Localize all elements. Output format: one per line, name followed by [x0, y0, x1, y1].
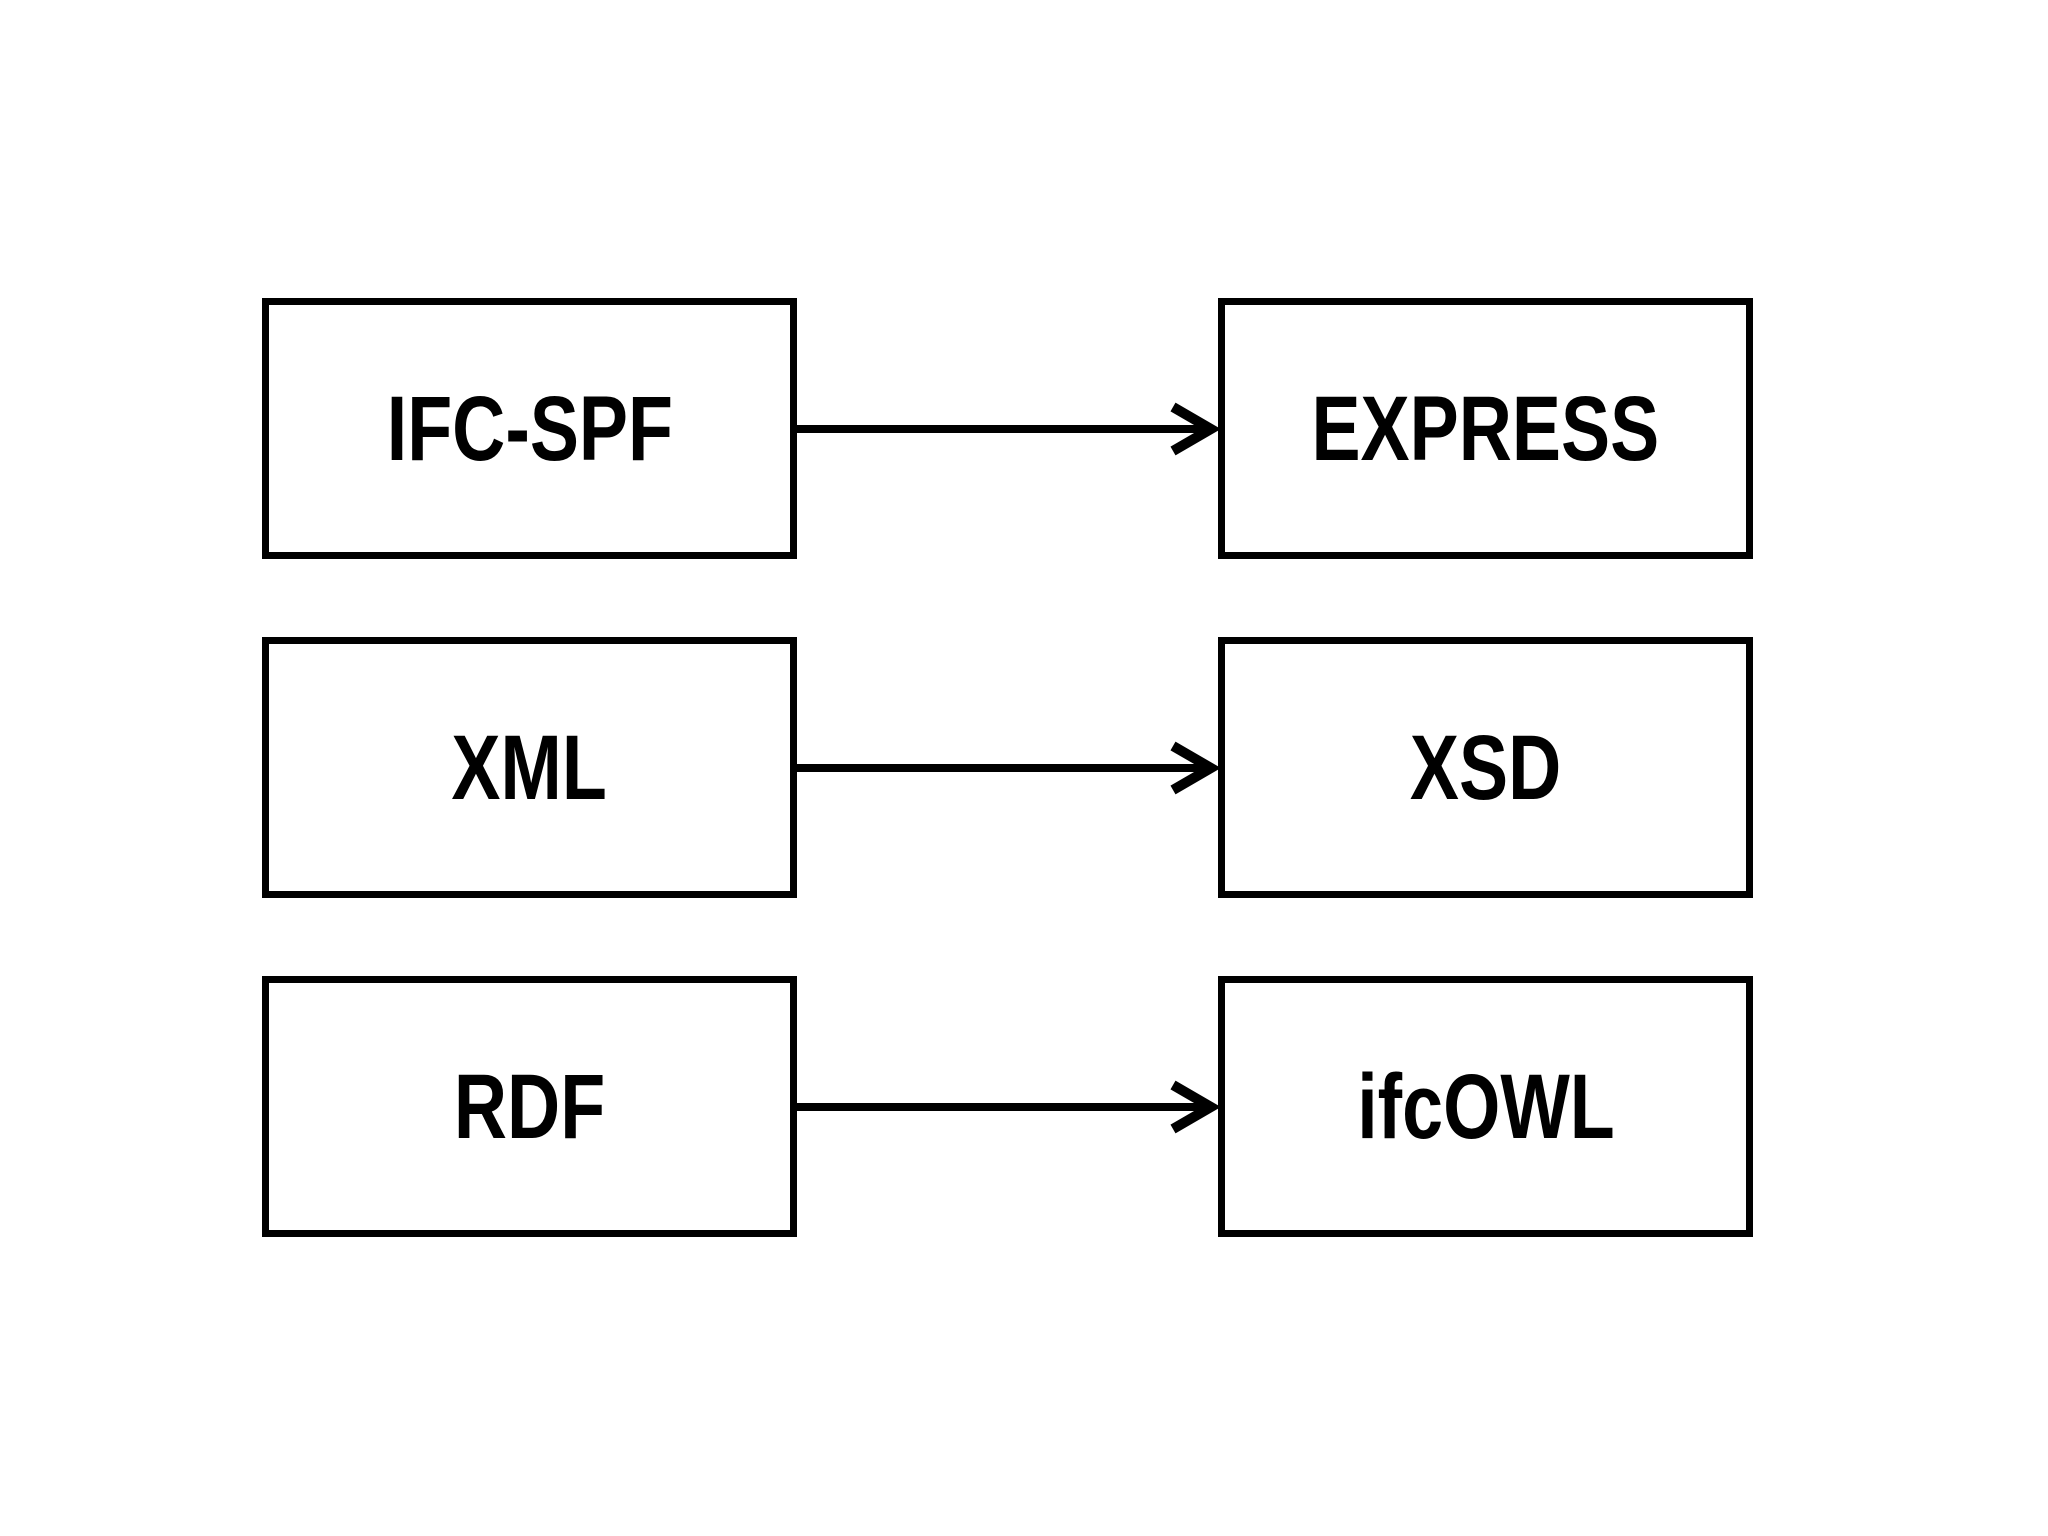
- arrow-right-icon: [795, 1080, 1219, 1134]
- arrow-right-icon: [795, 741, 1219, 795]
- node-ifcowl-label: ifcOWL: [1356, 1055, 1615, 1158]
- node-xsd-label: XSD: [1409, 716, 1562, 819]
- node-rdf-label: RDF: [453, 1055, 606, 1158]
- node-rdf: RDF: [262, 976, 797, 1237]
- node-ifcowl: ifcOWL: [1218, 976, 1753, 1237]
- node-xsd: XSD: [1218, 637, 1753, 898]
- node-ifc-spf: IFC-SPF: [262, 298, 797, 559]
- node-ifc-spf-label: IFC-SPF: [386, 377, 673, 480]
- node-xml: XML: [262, 637, 797, 898]
- node-express-label: EXPRESS: [1311, 377, 1660, 480]
- arrow-right-icon: [795, 402, 1219, 456]
- node-express: EXPRESS: [1218, 298, 1753, 559]
- node-xml-label: XML: [451, 716, 608, 819]
